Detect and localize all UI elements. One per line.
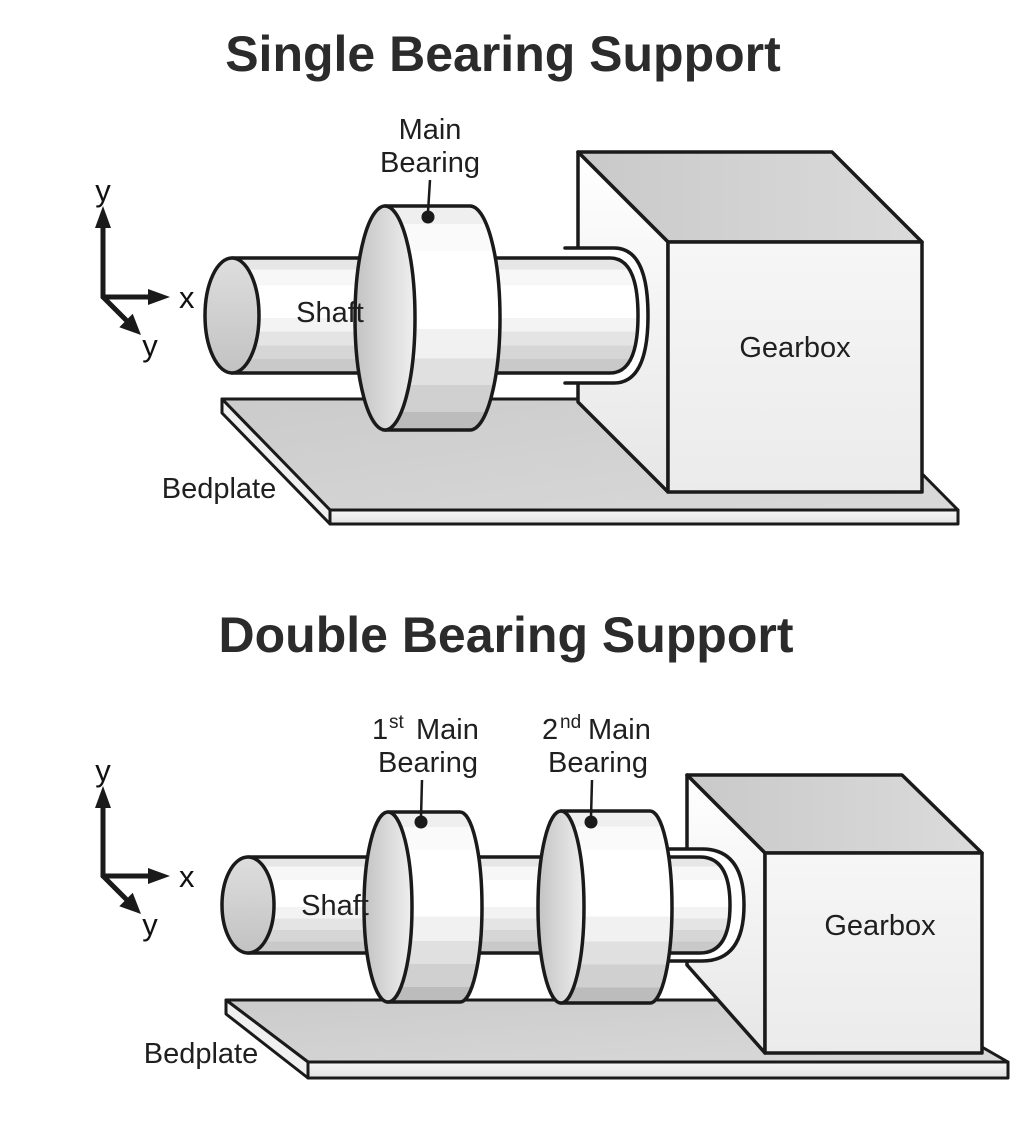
bearing-left-face [362, 810, 414, 1004]
axis-label-right: x [179, 280, 195, 315]
shaft-notch-outline [563, 246, 650, 385]
single-diagram-title: Single Bearing Support [225, 26, 781, 82]
bearing-body-outline [559, 809, 674, 1005]
bearing1-ordinal: 1 [372, 714, 388, 746]
bearing-body-fill [561, 811, 672, 1003]
shaft-end-cap [220, 855, 276, 955]
leader-line [426, 179, 432, 213]
main-bearing-label-line2: Bearing [380, 147, 480, 179]
double-support-diagram: Double Bearing Support [95, 607, 1010, 1080]
axis-arrow-diagonal [119, 892, 141, 914]
bearing-body-fill [388, 812, 482, 1002]
axis-arrow-up [95, 786, 111, 808]
bearing1-label-line2: Bearing [378, 747, 478, 779]
bearing-body-fill [385, 206, 500, 430]
axis-arrow-right [148, 289, 170, 305]
leader-line-1 [419, 779, 424, 818]
shaft-rear-segment-single [458, 256, 640, 375]
gearbox-label: Gearbox [739, 332, 851, 364]
axis-label-up: y [95, 753, 111, 788]
shaft-rear-outline [636, 855, 732, 955]
axis-label-up: y [95, 173, 111, 208]
main-bearing-ring [353, 204, 502, 432]
leader-line-2 [589, 779, 594, 818]
bearing-body-outline [386, 810, 484, 1004]
second-main-bearing-ring [536, 809, 674, 1005]
bedplate-left-bevel [220, 397, 332, 526]
axis-label-right: x [179, 859, 195, 894]
bearing2-ordinal-suffix: nd [560, 712, 581, 733]
axes-triad-single: y x y [95, 173, 195, 363]
shaft-notch-outline [658, 847, 746, 963]
axis-arrow-up [95, 206, 111, 228]
leader-dot [421, 210, 435, 224]
main-bearing-label-line1: Main [399, 114, 462, 146]
axis-arrow-right [148, 868, 170, 884]
axis-arrow-diagonal [119, 313, 141, 335]
gearbox-front-face [666, 240, 924, 494]
shaft-label: Shaft [296, 297, 364, 329]
axis-label-diagonal: y [142, 907, 158, 942]
bearing-body-outline [383, 204, 502, 432]
double-diagram-title: Double Bearing Support [219, 607, 794, 663]
bearing2-label-rest: Main [588, 714, 651, 746]
shaft-end-cap [203, 256, 261, 375]
bedplate-front-edge [306, 1060, 1010, 1080]
bearing2-label-line2: Bearing [548, 747, 648, 779]
bearing2-ordinal: 2 [542, 714, 558, 746]
single-support-diagram: Single Bearing Support [95, 26, 960, 526]
shaft-front-fill [248, 857, 400, 953]
bearing-left-face [353, 204, 417, 432]
shaft-label: Shaft [301, 890, 369, 922]
leader-dot-1 [414, 815, 428, 829]
axis-label-diagonal: y [142, 328, 158, 363]
bedplate-front-edge [328, 508, 960, 526]
shaft-front-segment-double [220, 855, 402, 955]
gearbox-label: Gearbox [824, 910, 936, 942]
bearing1-label-rest: Main [416, 714, 479, 746]
axis-line-diagonal [100, 873, 129, 902]
bearing1-ordinal-suffix: st [389, 712, 405, 733]
bedplate-left-bevel [224, 998, 310, 1080]
gearbox-front-face [763, 851, 984, 1055]
leader-dot-2 [584, 815, 598, 829]
first-main-bearing-ring [362, 810, 484, 1004]
bearing-left-face [536, 809, 586, 1005]
shaft-rear-fill [460, 258, 638, 373]
axes-triad-double: y x y [95, 753, 195, 942]
bedplate-label: Bedplate [144, 1038, 259, 1070]
bedplate-label: Bedplate [162, 473, 277, 505]
shaft-rear-outline [458, 256, 640, 375]
axis-line-diagonal [100, 294, 129, 323]
